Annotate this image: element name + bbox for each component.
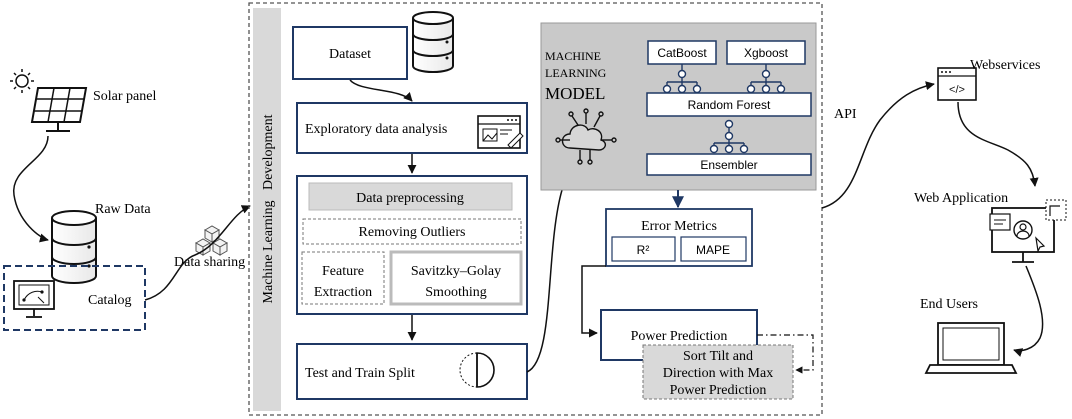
- removing-outliers-label: Removing Outliers: [359, 225, 466, 240]
- webservices-code-window-icon: </>: [937, 67, 977, 101]
- solar-panel-icon: [30, 87, 88, 132]
- removing-outliers-box: [302, 218, 522, 245]
- end-users-laptop-icon: [924, 322, 1018, 374]
- solar-panel-label: Solar panel: [93, 89, 156, 104]
- sort-tilt-label-line3: Power Prediction: [670, 383, 767, 398]
- svg-text:</>: </>: [949, 84, 965, 96]
- model-title-line1: MACHINE: [545, 49, 601, 63]
- eda-chart-window-icon: [477, 115, 524, 149]
- raw-data-label: Raw Data: [95, 202, 151, 217]
- catboost-label: CatBoost: [657, 46, 707, 60]
- feature-extraction-label-line2: Extraction: [314, 285, 372, 300]
- ml-development-container: [248, 2, 823, 416]
- dataset-label: Dataset: [329, 47, 371, 62]
- metrics-to-prediction-arrow: [581, 265, 606, 338]
- catalog-monitor-icon: [13, 280, 55, 318]
- eda-label: Exploratory data analysis: [305, 122, 447, 137]
- dataset-to-eda-arrow: [349, 79, 413, 102]
- ml-development-label: Machine Learning Development: [261, 114, 276, 303]
- cloud-network-icon: [555, 108, 617, 165]
- mape-label: MAPE: [696, 243, 730, 257]
- xgboost-tree-icon: [746, 64, 786, 94]
- catalog-label: Catalog: [88, 293, 132, 308]
- prediction-to-sort-loop: [757, 334, 814, 374]
- webservices-label: Webservices: [970, 58, 1040, 73]
- data-sharing-label: Data sharing: [174, 255, 245, 270]
- split-to-model-connector: [526, 189, 563, 373]
- test-train-split-label: Test and Train Split: [305, 366, 415, 381]
- dataset-database-icon: [412, 11, 454, 73]
- random-forest-box: [646, 92, 812, 117]
- mape-box: [680, 236, 747, 262]
- feature-extraction-label-line1: Feature: [322, 264, 364, 279]
- dataset-box: [292, 26, 408, 80]
- data-preprocessing-box: [308, 182, 513, 211]
- sort-tilt-label-line2: Direction with Max: [663, 366, 773, 381]
- api-label: API: [834, 107, 857, 122]
- ensembler-box: [646, 153, 812, 176]
- power-prediction-label: Power Prediction: [631, 329, 728, 344]
- web-application-label: Web Application: [914, 191, 1008, 206]
- ensembler-tree-icon: [709, 119, 749, 154]
- api-to-webservices-arrow: [821, 81, 935, 209]
- data-preprocessing-label: Data preprocessing: [356, 191, 464, 206]
- model-title-line3: MODEL: [545, 84, 605, 103]
- end-users-label: End Users: [920, 297, 978, 312]
- savitzky-golay-box: [389, 250, 523, 306]
- web-application-monitor-icon: [989, 199, 1067, 263]
- split-circle-icon: [459, 352, 495, 388]
- sort-tilt-label-line1: Sort Tilt and: [683, 349, 753, 364]
- model-title-line2: LEARNING: [545, 66, 607, 80]
- ml-development-label-strip: [253, 8, 281, 411]
- webservices-to-webapp-arrow: [957, 101, 1039, 187]
- catalog-to-ml-arrow: [144, 205, 251, 301]
- solar-to-raw-data-arrow: [13, 135, 49, 243]
- ensembler-label: Ensembler: [700, 158, 757, 172]
- catalog-box: [3, 265, 146, 331]
- random-forest-label: Random Forest: [688, 98, 771, 112]
- webapp-to-end-users-arrow: [1013, 265, 1044, 357]
- xgboost-label: Xgboost: [744, 46, 789, 60]
- sort-tilt-box: [642, 344, 794, 400]
- r2-box: [611, 236, 676, 262]
- error-metrics-label: Error Metrics: [641, 219, 717, 234]
- sun-icon: [10, 69, 34, 93]
- data-sharing-cubes-icon: [194, 225, 229, 256]
- r2-label: R²: [637, 243, 650, 257]
- feature-extraction-box: [301, 251, 385, 305]
- savitzky-golay-label-line1: Savitzky–Golay: [411, 264, 501, 279]
- raw-data-database-icon: [51, 210, 97, 284]
- savitzky-golay-label-line2: Smoothing: [425, 285, 486, 300]
